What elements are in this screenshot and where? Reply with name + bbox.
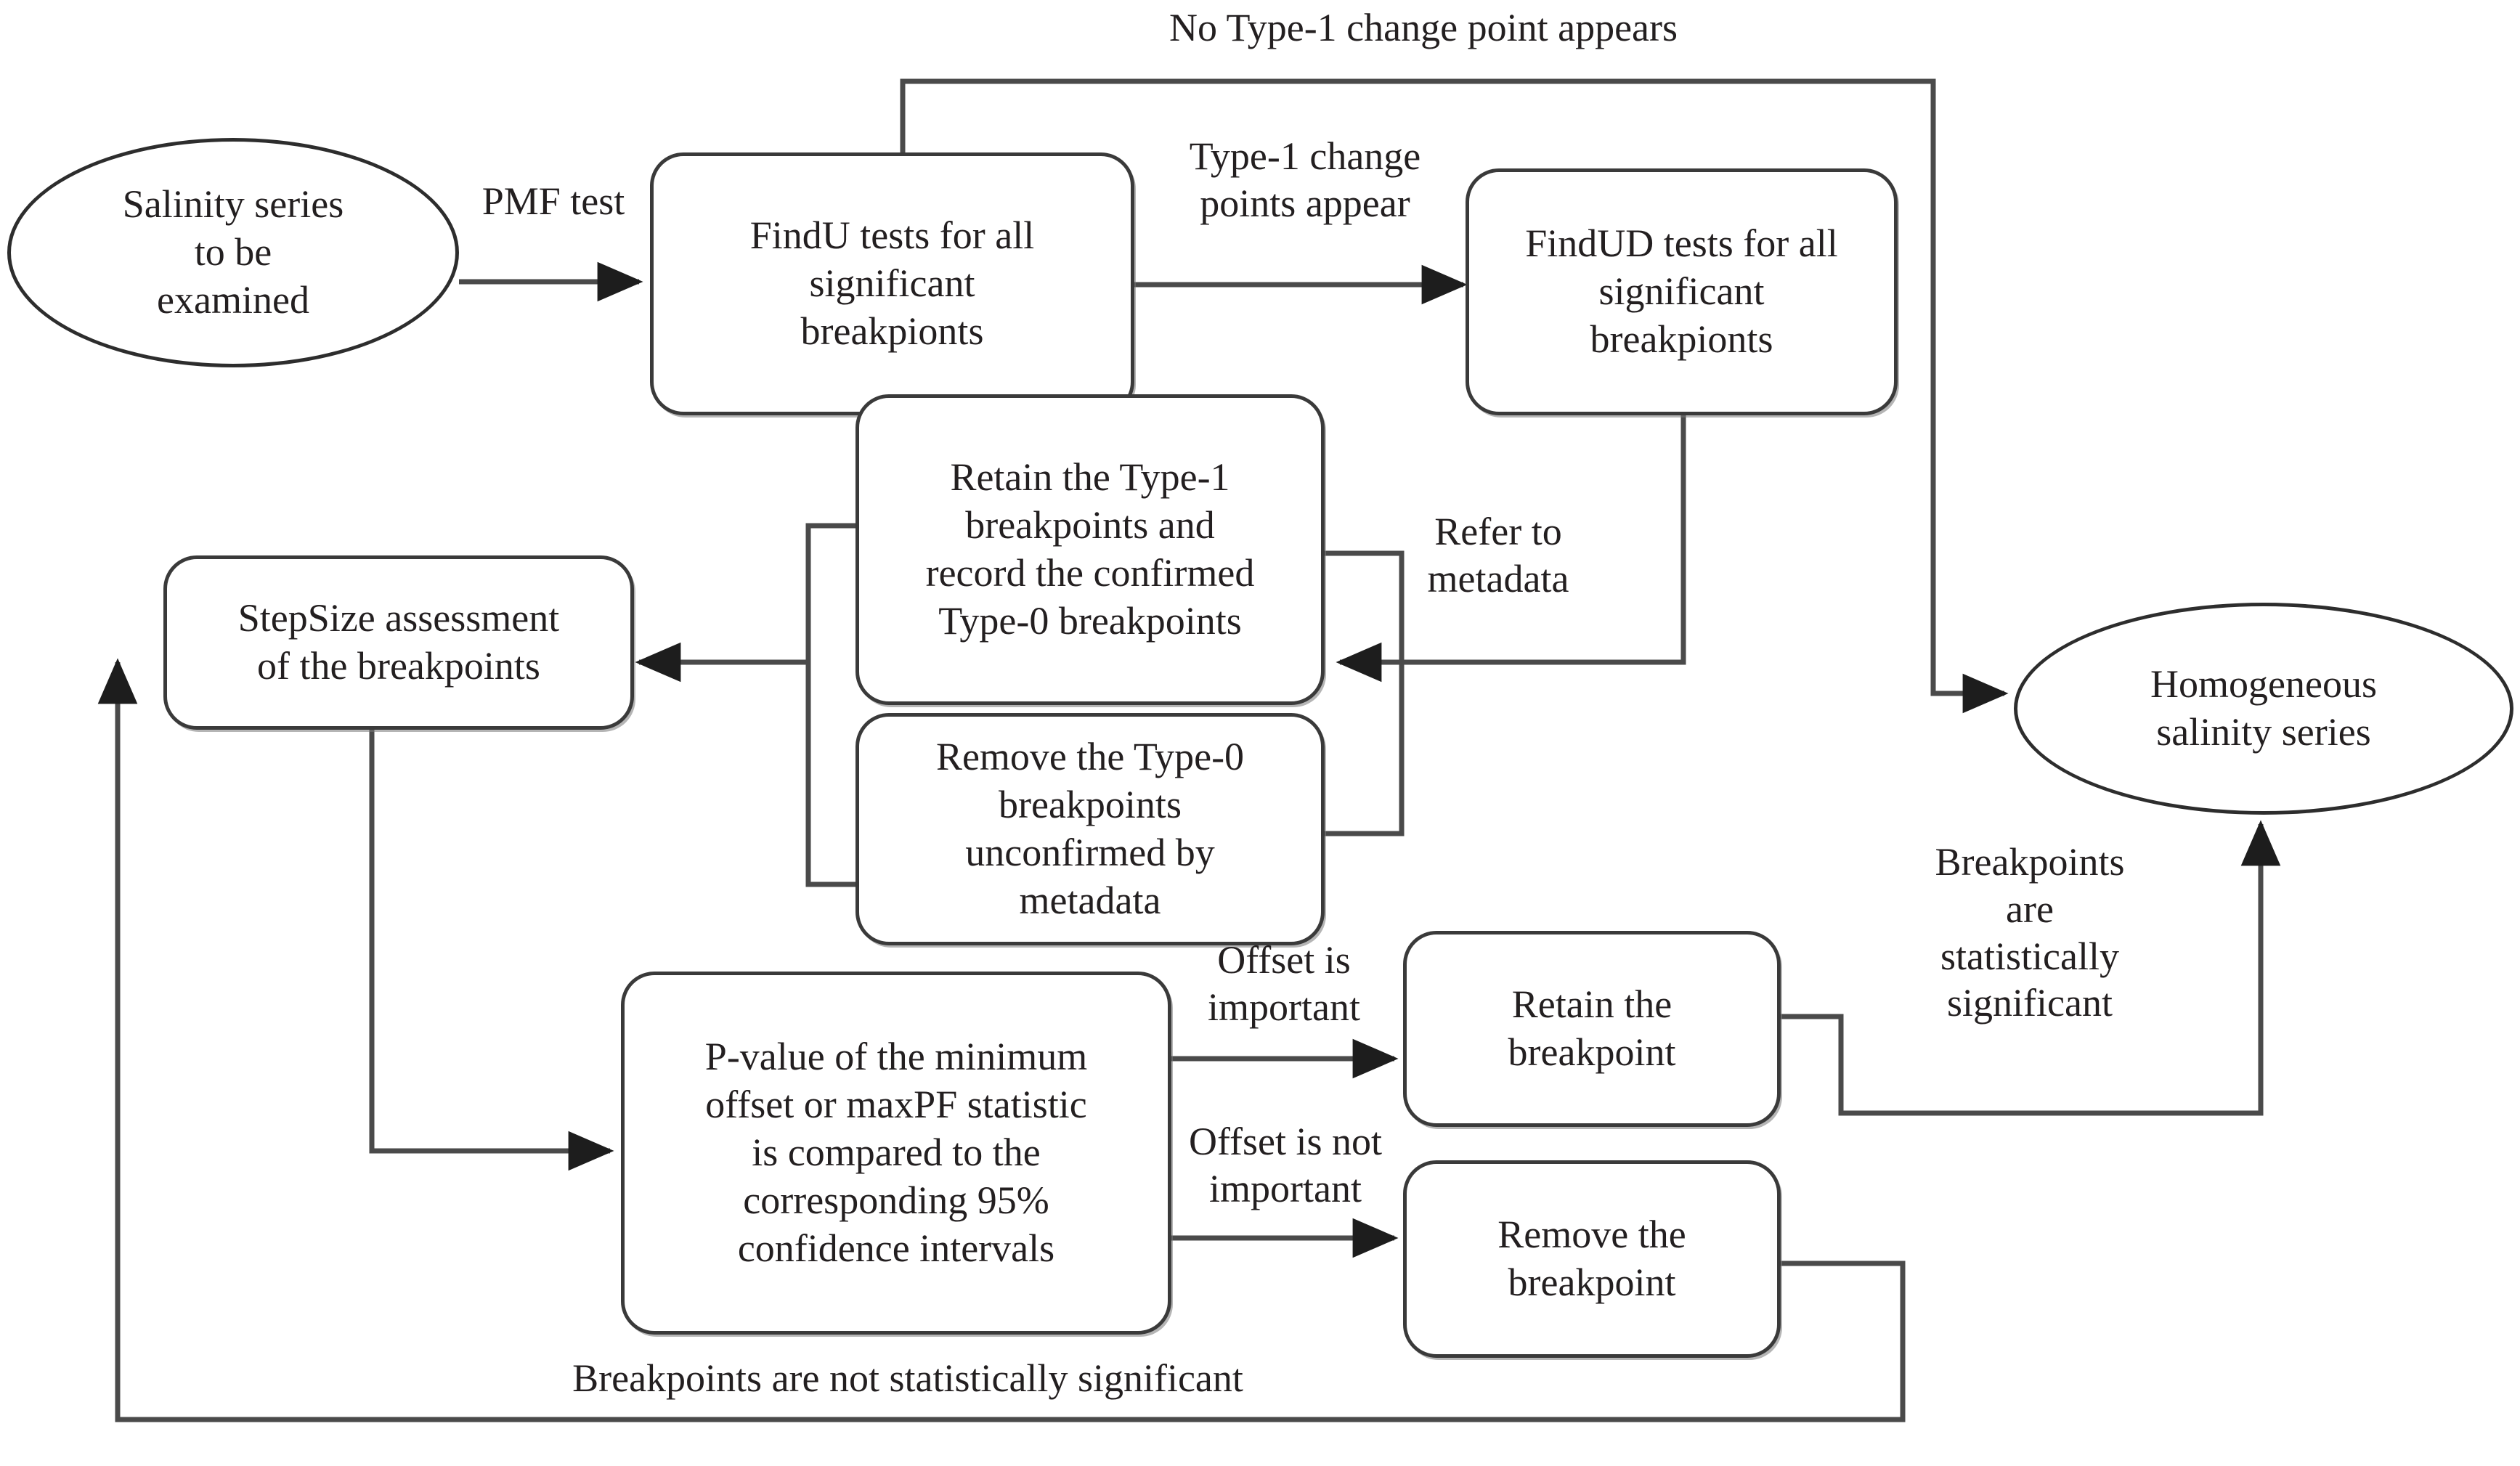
findu-box-label: FindU tests for all significant breakpio… [749,213,1035,353]
end-ellipse[interactable]: Homogeneous salinity series [2014,603,2513,815]
start-ellipse-label: Salinity series to be examined [122,182,344,322]
pvalue-box-label: P-value of the minimum offset or maxPF s… [704,1035,1088,1270]
findud-box[interactable]: FindUD tests for all significant breakpi… [1466,168,1898,415]
remove-breakpoint-box[interactable]: Remove the breakpoint [1403,1160,1781,1358]
edge-label-offset-not-important: Offset is not important [1189,1120,1382,1210]
edge-findud-to-retain [1336,415,1686,683]
edge-label-type1-appear: Type-1 change points appear [1189,134,1421,225]
edge-label-bp-significant: Breakpoints are statistically significan… [1935,840,2125,1025]
retain-breakpoint-box[interactable]: Retain the breakpoint [1403,931,1781,1127]
edge-stepsize-to-pvalue [369,728,614,1171]
stepsize-box[interactable]: StepSize assessment of the breakpoints [163,555,634,730]
edge-label-offset-important: Offset is important [1208,938,1360,1029]
retain-breakpoint-box-label: Retain the breakpoint [1508,982,1676,1074]
end-ellipse-label: Homogeneous salinity series [2150,662,2377,754]
findu-box[interactable]: FindU tests for all significant breakpio… [650,152,1134,415]
retain-type1-box-label: Retain the Type-1 breakpoints and record… [925,455,1255,643]
edge-retain-to-end [1781,820,2281,1116]
remove-type0-box[interactable]: Remove the Type-0 breakpoints unconfirme… [855,713,1325,945]
edge-remove-to-stepsize-loop [97,658,1906,1422]
edge-no-type1-to-end [900,78,2009,714]
start-ellipse[interactable]: Salinity series to be examined [7,138,459,367]
pvalue-box[interactable]: P-value of the minimum offset or maxPF s… [621,972,1171,1335]
edge-label-pmf-test: PMF test [481,179,625,223]
remove-type0-box-label: Remove the Type-0 breakpoints unconfirme… [935,735,1245,922]
bracket-left-retain-remove [805,523,855,887]
edge-label-bp-not-significant: Breakpoints are not statistically signif… [572,1356,1243,1400]
edge-label-no-type1: No Type-1 change point appears [1169,6,1678,49]
bracket-right-retain-remove [1323,550,1405,836]
findud-box-label: FindUD tests for all significant breakpi… [1525,221,1838,361]
edge-label-refer-metadata: Refer to metadata [1427,510,1569,600]
remove-breakpoint-box-label: Remove the breakpoint [1497,1213,1686,1304]
stepsize-box-label: StepSize assessment of the breakpoints [237,596,560,688]
retain-type1-box[interactable]: Retain the Type-1 breakpoints and record… [855,394,1325,705]
